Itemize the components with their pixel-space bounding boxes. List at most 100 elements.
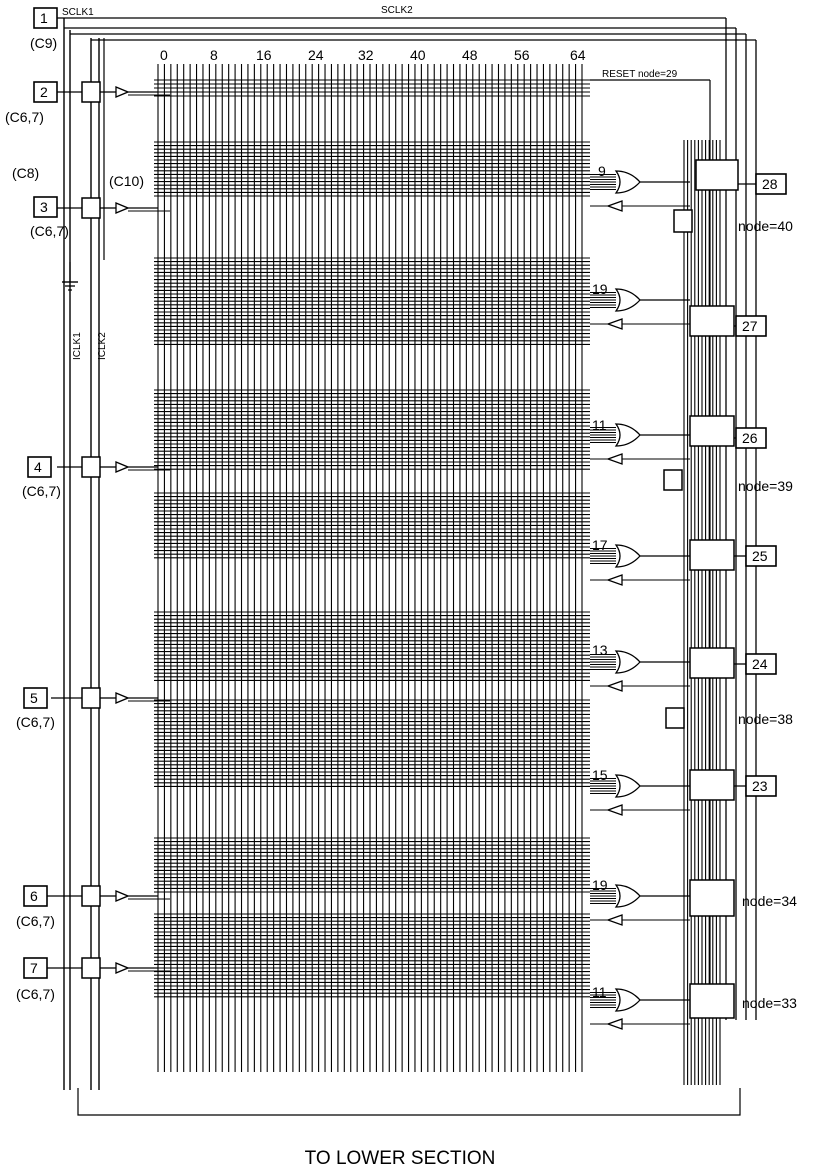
or-gate-label: 19 [592, 281, 608, 297]
or-gate [614, 288, 641, 312]
input-macrocell [81, 687, 101, 709]
pin-label-23: 23 [752, 778, 768, 794]
pin-box-28 [755, 173, 787, 195]
pin-box-27 [735, 315, 767, 337]
node-labels: node=40 node=39 node=38 node=34 node=33 [738, 218, 797, 1011]
input-buffer [115, 962, 130, 974]
right-pins: 28 27 26 25 24 23 [735, 173, 787, 797]
pin-label-24: 24 [752, 656, 768, 672]
pin-label-26: 26 [742, 430, 758, 446]
output-macrocell [695, 159, 739, 191]
pin-ref-6: (C6,7) [16, 913, 55, 929]
feedback-buffer [606, 318, 623, 330]
or-gate-label: 11 [592, 984, 607, 1000]
pin-box-7 [23, 957, 48, 979]
pin-box-25 [745, 545, 777, 567]
pin-ref-3: (C6,7) [30, 223, 69, 239]
routing-wires [47, 17, 757, 1090]
logic-blocks [81, 81, 739, 1030]
pin-box-2 [33, 81, 58, 103]
or-gate [614, 988, 641, 1012]
tick-8: 8 [210, 47, 218, 63]
node-label-33: node=33 [742, 995, 797, 1011]
tick-16: 16 [256, 47, 272, 63]
sclk2-label: SCLK2 [381, 5, 413, 16]
tick-24: 24 [308, 47, 324, 63]
and-array-grid [154, 64, 590, 1072]
pin-box-4 [27, 456, 52, 478]
output-macrocell [689, 769, 735, 801]
pin-box-23 [745, 775, 777, 797]
output-macrocell [689, 305, 735, 337]
pin-box-3 [33, 196, 58, 218]
buried-node-box [665, 707, 685, 729]
pin-box-26 [735, 427, 767, 449]
column-ticks: 0 8 16 24 32 40 48 56 64 [160, 47, 586, 63]
left-pins: 1 (C9) 2 (C6,7) 3 (C6,7) 4 (C6,7) 5 (C6,… [5, 7, 69, 1002]
c10-label: (C10) [109, 173, 144, 189]
lower-section-bracket [77, 1088, 741, 1116]
pin-label-28: 28 [762, 176, 778, 192]
output-macrocell [689, 647, 735, 679]
input-buffer [115, 202, 130, 214]
pin-ref-1: (C9) [30, 35, 57, 51]
or-gate [614, 423, 641, 447]
input-buffer [115, 890, 130, 902]
node-label-40: node=40 [738, 218, 793, 234]
output-macrocell [689, 879, 735, 917]
buried-node-box [673, 209, 693, 233]
iclk1-label: ICLK1 [72, 332, 83, 360]
tick-40: 40 [410, 47, 426, 63]
pin-label-25: 25 [752, 548, 768, 564]
input-macrocell [81, 885, 101, 907]
buried-node-box [663, 469, 683, 491]
or-gate [614, 544, 641, 568]
tick-64: 64 [570, 47, 586, 63]
feedback-buffer [606, 804, 623, 816]
node-label-34: node=34 [742, 893, 797, 909]
feedback-buffer [606, 914, 623, 926]
input-macrocell [81, 957, 101, 979]
footer-label: TO LOWER SECTION [305, 1148, 496, 1169]
input-macrocell [81, 456, 101, 478]
tick-0: 0 [160, 47, 168, 63]
pin-label-6: 6 [30, 888, 38, 904]
node-label-39: node=39 [738, 478, 793, 494]
or-gate-label: 9 [598, 163, 606, 179]
output-macrocell [689, 983, 735, 1019]
pin-label-7: 7 [30, 960, 38, 976]
tick-56: 56 [514, 47, 530, 63]
feedback-buffer [606, 200, 623, 212]
or-gate [614, 650, 641, 674]
output-macrocell [689, 539, 735, 571]
pin-box-5 [23, 687, 48, 709]
pin-ref-7: (C6,7) [16, 986, 55, 1002]
tick-32: 32 [358, 47, 374, 63]
or-gate [614, 774, 641, 798]
input-buffer [115, 692, 130, 704]
feedback-buffer [606, 1018, 623, 1030]
pin-box-24 [745, 653, 777, 675]
or-gate-labels: 9 19 11 17 13 15 19 11 [592, 163, 608, 1000]
input-macrocell [81, 81, 101, 103]
input-buffer [115, 461, 130, 473]
pin-box-1 [33, 7, 58, 29]
reset-label: RESET node=29 [602, 69, 678, 80]
feedback-buffer [606, 574, 623, 586]
or-gate-label: 15 [592, 767, 608, 783]
or-gate-label: 11 [592, 417, 607, 433]
input-buffer [115, 86, 130, 98]
tick-48: 48 [462, 47, 478, 63]
pin-label-27: 27 [742, 318, 758, 334]
pin-label-4: 4 [34, 459, 42, 475]
iclk2-label: ICLK2 [97, 332, 108, 360]
node-label-38: node=38 [738, 711, 793, 727]
or-gate-label: 17 [592, 537, 608, 553]
pin-box-6 [23, 885, 48, 907]
pin-ref-5: (C6,7) [16, 714, 55, 730]
pin-label-1: 1 [40, 10, 48, 26]
sclk1-label: SCLK1 [62, 7, 94, 18]
pin-ref-2: (C6,7) [5, 109, 44, 125]
or-gate [614, 884, 641, 908]
